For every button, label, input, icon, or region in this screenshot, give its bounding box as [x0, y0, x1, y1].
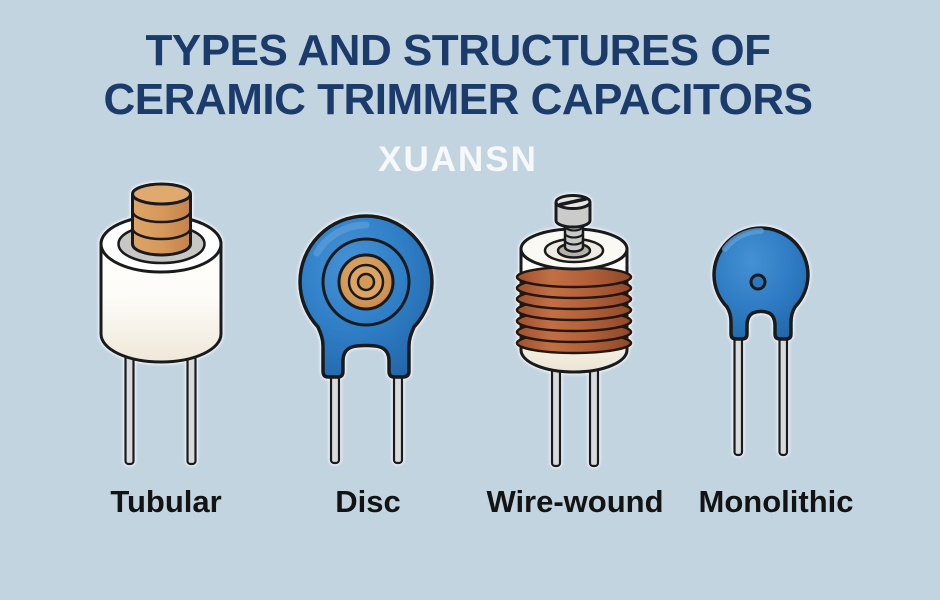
- capacitor-label-tubular: Tubular: [110, 484, 222, 519]
- capacitor-label-wire-wound: Wire-wound: [486, 484, 664, 519]
- disc-trimmer-capacitor-icon: [298, 214, 434, 465]
- page-title-line1: TYPES AND STRUCTURES OF: [145, 26, 771, 75]
- tubular-trimmer-capacitor-icon: [99, 182, 223, 466]
- monolithic-trimmer-capacitor-icon: [712, 226, 810, 457]
- page-title-line2: CERAMIC TRIMMER CAPACITORS: [103, 75, 813, 124]
- capacitor-label-monolithic: Monolithic: [698, 484, 854, 519]
- wire-wound-trimmer-capacitor-icon: [515, 194, 633, 468]
- brand-name: XUANSN: [378, 140, 538, 179]
- capacitor-label-disc: Disc: [335, 484, 401, 519]
- page-title: TYPES AND STRUCTURES OF CERAMIC TRIMMER …: [0, 26, 940, 124]
